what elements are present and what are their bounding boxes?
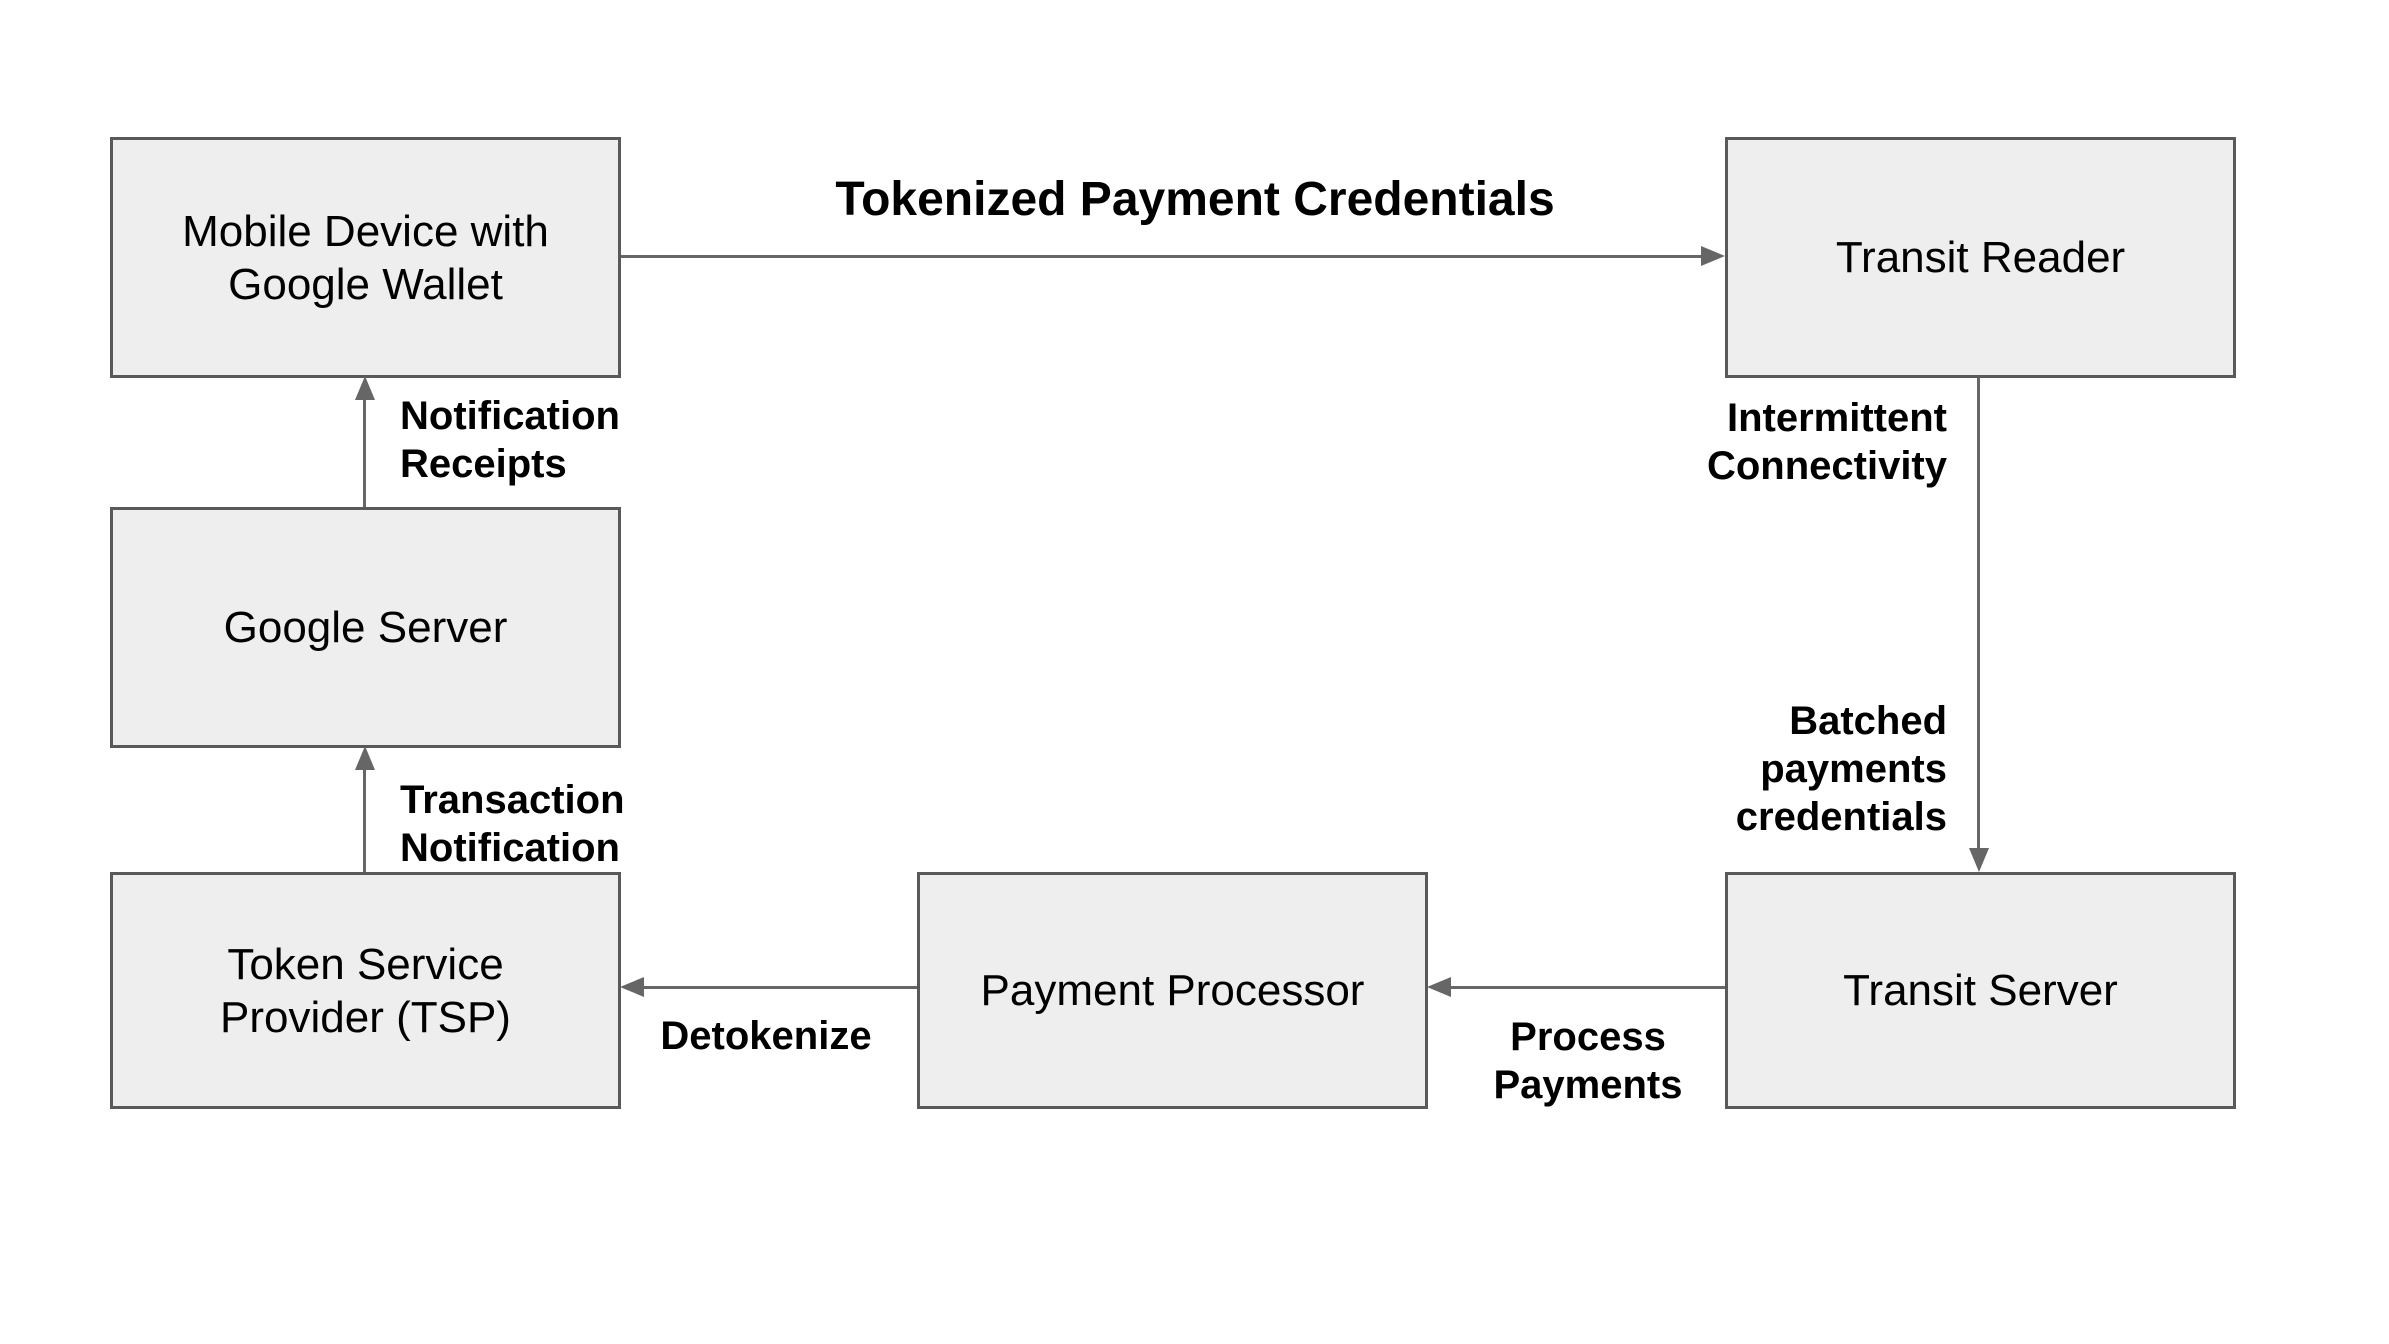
edge-label-tokenized-payment-credentials: Tokenized Payment Credentials [835, 173, 1555, 226]
edge-label-transaction-notification: Transaction Notification [400, 778, 625, 870]
node-transit-server: Transit Server [1725, 872, 2236, 1109]
arrowhead-up-icon [354, 376, 375, 400]
node-payment-processor: Payment Processor [917, 872, 1428, 1109]
edge-label-detokenize: Detokenize [660, 1014, 872, 1058]
node-token-service-provider: Token Service Provider (TSP) [110, 872, 621, 1109]
arrow-mobile-to-transit-reader [621, 255, 1705, 258]
arrow-tsp-to-google-server [363, 770, 366, 872]
arrowhead-left-icon [1427, 977, 1451, 997]
edge-label-process-payments: Process Payments [1493, 1015, 1683, 1107]
arrowhead-left-icon [620, 977, 644, 997]
arrow-transit-server-to-payment-processor [1451, 986, 1725, 989]
arrow-payment-processor-to-tsp [644, 986, 917, 989]
arrow-google-server-to-mobile [363, 400, 366, 507]
arrowhead-down-icon [1968, 848, 1989, 872]
arrow-transit-reader-to-transit-server [1977, 378, 1980, 848]
node-google-server: Google Server [110, 507, 621, 748]
arrowhead-right-icon [1701, 246, 1725, 266]
edge-label-batched-payments-credentials: Batched payments credentials [1735, 699, 1947, 839]
node-transit-reader: Transit Reader [1725, 137, 2236, 378]
edge-label-notification-receipts: Notification Receipts [400, 394, 620, 486]
edge-label-intermittent-connectivity: Intermittent Connectivity [1706, 396, 1947, 488]
node-mobile-device-google-wallet: Mobile Device with Google Wallet [110, 137, 621, 378]
arrowhead-up-icon [354, 746, 375, 770]
